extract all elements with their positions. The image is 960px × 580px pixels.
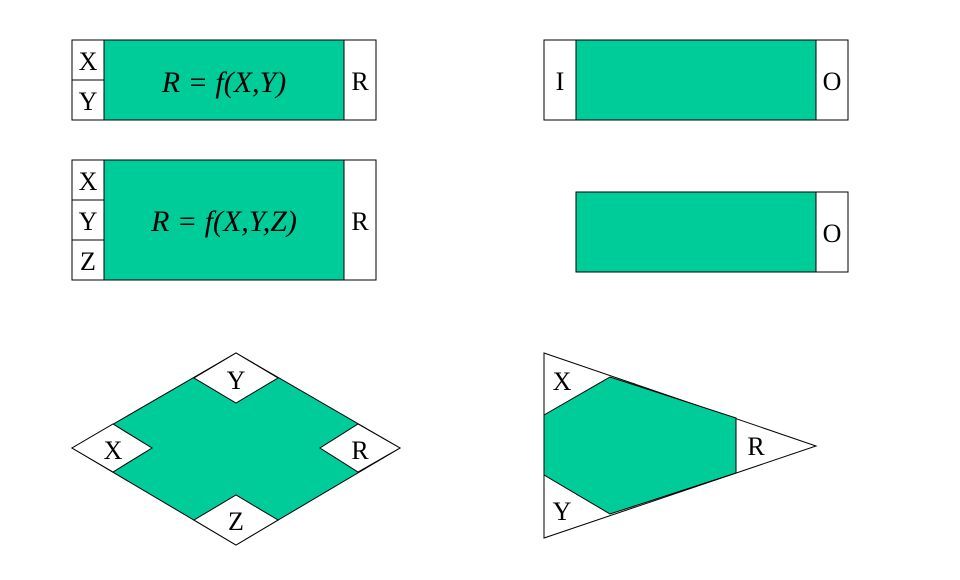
port-r bbox=[343, 39, 377, 121]
port-x bbox=[71, 39, 105, 81]
port-top-label: X bbox=[553, 367, 572, 396]
formula: R = f(X,Y) bbox=[161, 66, 286, 99]
block-xy: X Y R R = f(X,Y) bbox=[71, 39, 377, 121]
port-z bbox=[71, 239, 105, 281]
port-i-label: I bbox=[556, 67, 565, 96]
port-bottom-label: Y bbox=[553, 497, 572, 526]
port-top-label: Y bbox=[227, 366, 246, 395]
port-right bbox=[319, 423, 402, 473]
triangle-block: X Y R bbox=[543, 352, 818, 539]
port-x-label: X bbox=[79, 47, 98, 76]
port-o bbox=[815, 191, 849, 273]
block-io-body bbox=[575, 39, 817, 121]
block-xyz-body bbox=[103, 159, 345, 281]
port-r-label: R bbox=[351, 207, 369, 236]
port-r-label: R bbox=[351, 67, 369, 96]
port-x bbox=[71, 159, 105, 201]
port-y-label: Y bbox=[79, 207, 98, 236]
block-o-body bbox=[575, 191, 817, 273]
triangle-body bbox=[543, 376, 737, 515]
diamond-block: Y X R Z bbox=[71, 352, 402, 546]
port-z-label: Z bbox=[80, 247, 96, 276]
port-bottom bbox=[193, 494, 279, 546]
port-top bbox=[193, 352, 279, 404]
block-xy-body bbox=[103, 39, 345, 121]
port-y bbox=[71, 79, 105, 121]
port-right-label: R bbox=[747, 432, 765, 461]
port-x-label: X bbox=[79, 167, 98, 196]
port-bottom-label: Z bbox=[228, 507, 244, 536]
block-io: I O bbox=[543, 39, 849, 121]
port-y-label: Y bbox=[79, 87, 98, 116]
port-o-label: O bbox=[823, 219, 842, 248]
block-o: O bbox=[575, 191, 849, 273]
port-right-label: R bbox=[351, 436, 369, 465]
port-o-label: O bbox=[823, 67, 842, 96]
block-xyz: X Y Z R R = f(X,Y,Z) bbox=[71, 159, 377, 281]
formula: R = f(X,Y,Z) bbox=[150, 205, 297, 238]
port-i bbox=[543, 39, 577, 121]
port-left bbox=[71, 423, 153, 473]
port-left-label: X bbox=[104, 436, 123, 465]
port-r bbox=[343, 159, 377, 281]
port-o bbox=[815, 39, 849, 121]
